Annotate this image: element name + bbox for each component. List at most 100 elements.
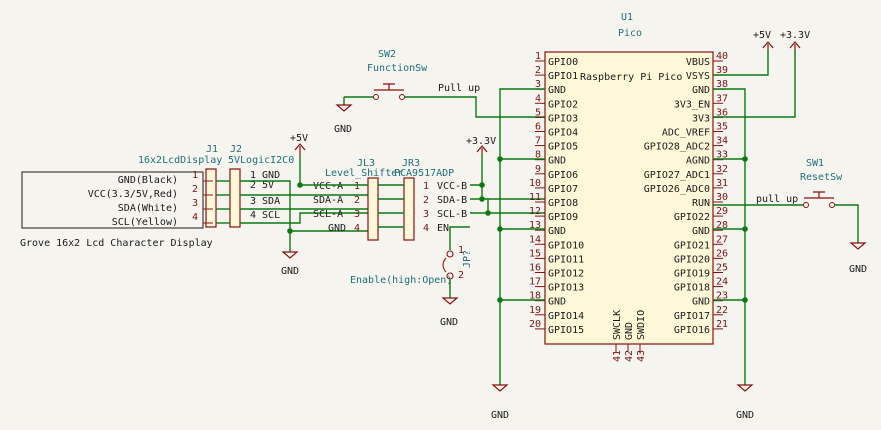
u1-right-pin-num: 26 bbox=[716, 248, 728, 259]
u1-right-pin-name: GND bbox=[692, 297, 710, 308]
u1-left-pin-name: GND bbox=[548, 156, 566, 167]
power-5v-right-label: +5V bbox=[753, 30, 771, 41]
u1-left-pin-num: 19 bbox=[529, 305, 541, 316]
u1-right-pin-name: GPIO17 bbox=[674, 311, 710, 322]
u1-bottom-pin-name: SWDIO bbox=[636, 310, 647, 340]
u1-right-pin-name: GPIO27_ADC1 bbox=[644, 170, 710, 181]
jp-jumper: 1 2 JP? Enable(high:Open) bbox=[350, 245, 473, 286]
net-label-pull-up-left: Pull up bbox=[438, 83, 480, 94]
u1-right-pin-num: 27 bbox=[716, 234, 728, 245]
u1-left-pin-name: GPIO8 bbox=[548, 198, 578, 209]
u1-right-pin-name: AGND bbox=[686, 156, 710, 167]
u1-right-pin-num: 31 bbox=[716, 178, 728, 189]
u1-bottom-pin-num: 41 bbox=[612, 350, 623, 362]
gnd-pico-right-label: GND bbox=[736, 410, 754, 421]
sw2-ref: SW2 bbox=[378, 49, 396, 60]
u1-right-pin-name: GPIO16 bbox=[674, 325, 710, 336]
u1-pico: U1 Pico Raspberry Pi Pico 1GPIO02GPIO13G… bbox=[529, 12, 728, 362]
u1-left-pin-name: GPIO5 bbox=[548, 142, 578, 153]
u1-left-pin-num: 11 bbox=[529, 192, 541, 203]
jr3-pin-sdab: SDA-B bbox=[437, 195, 467, 206]
u1-right-pin-name: GPIO26_ADC0 bbox=[644, 184, 710, 195]
jp-num-2: 2 bbox=[458, 270, 464, 281]
u1-left-pin-num: 16 bbox=[529, 263, 541, 274]
jr3-body bbox=[403, 177, 415, 241]
u1-right-pin-num: 34 bbox=[716, 136, 728, 147]
j1-value: 16x2LcdDisplay bbox=[138, 155, 222, 166]
u1-left-pin-num: 13 bbox=[529, 220, 541, 231]
u1-bottom-pin-num: 42 bbox=[624, 350, 635, 362]
jr3-num-2: 2 bbox=[423, 195, 429, 206]
gnd-sw1-label: GND bbox=[849, 264, 867, 275]
u1-left-pin-num: 17 bbox=[529, 277, 541, 288]
jr3-num-3: 3 bbox=[423, 209, 429, 220]
u1-right-pin-name: GPIO20 bbox=[674, 254, 710, 265]
u1-body bbox=[544, 51, 714, 345]
u1-left-pin-num: 5 bbox=[535, 107, 541, 118]
u1-right-pin-num: 36 bbox=[716, 107, 728, 118]
u1-right-pin-name: GPIO21 bbox=[674, 240, 710, 251]
power-3v3-left: +3.3V bbox=[466, 136, 496, 155]
u1-right-pin-name: ADC_VREF bbox=[662, 128, 710, 139]
jl3-value: Level_Shifter bbox=[325, 168, 403, 179]
u1-left-pin-name: GND bbox=[548, 297, 566, 308]
j1-pin-4: 4 bbox=[192, 212, 198, 223]
sw2-value: FunctionSw bbox=[367, 63, 428, 74]
u1-right-pin-name: 3V3 bbox=[692, 113, 710, 124]
u1-left-pin-num: 8 bbox=[535, 150, 541, 161]
lcd-display-block: GND(Black) VCC(3.3/5V,Red) SDA(White) SC… bbox=[20, 171, 213, 249]
jr3-num-1: 1 bbox=[423, 181, 429, 192]
u1-right-pin-num: 35 bbox=[716, 122, 728, 133]
u1-chip-label: Raspberry Pi Pico bbox=[580, 72, 682, 83]
lcd-pin-vcc: VCC(3.3/5V,Red) bbox=[88, 189, 178, 200]
lcd-outline bbox=[21, 171, 204, 229]
sw1-value: ResetSw bbox=[800, 172, 843, 183]
jp-value: Enable(high:Open) bbox=[350, 275, 452, 286]
u1-left-pin-num: 18 bbox=[529, 291, 541, 302]
u1-right-pin-num: 21 bbox=[716, 319, 728, 330]
jr3-pin-en: EN bbox=[437, 223, 449, 234]
u1-left-pin-name: GPIO9 bbox=[548, 212, 578, 223]
u1-right-pin-name: GPIO22 bbox=[674, 212, 710, 223]
u1-right-pin-num: 39 bbox=[716, 65, 728, 76]
u1-right-pin-num: 25 bbox=[716, 263, 728, 274]
u1-right-pin-num: 37 bbox=[716, 93, 728, 104]
u1-left-pin-num: 10 bbox=[529, 178, 541, 189]
u1-left-pin-num: 14 bbox=[529, 234, 541, 245]
u1-left-pin-num: 1 bbox=[535, 51, 541, 62]
u1-left-pin-num: 7 bbox=[535, 136, 541, 147]
jp-num-1: 1 bbox=[458, 245, 464, 256]
u1-left-pin-name: GPIO4 bbox=[548, 128, 578, 139]
gnd-pico-left-label: GND bbox=[491, 410, 509, 421]
gnd-symbol-jp: GND bbox=[440, 297, 459, 328]
power-3v3-right-label: +3.3V bbox=[780, 30, 810, 41]
u1-left-pin-name: GPIO11 bbox=[548, 254, 584, 265]
jl3-pin-scla: SCL-A bbox=[313, 209, 343, 220]
u1-left-pin-name: GPIO2 bbox=[548, 99, 578, 110]
power-5v-left-label: +5V bbox=[290, 133, 308, 144]
jl3-num-1: 1 bbox=[354, 181, 360, 192]
j1-pin-3: 3 bbox=[192, 198, 198, 209]
lcd-pin-gnd: GND(Black) bbox=[118, 175, 178, 186]
u1-right-pin-num: 30 bbox=[716, 192, 728, 203]
jl3-body bbox=[367, 177, 379, 241]
u1-left-pin-num: 4 bbox=[535, 93, 541, 104]
lcd-display-title: Grove 16x2 Lcd Character Display bbox=[20, 238, 213, 249]
u1-left-pin-num: 12 bbox=[529, 206, 541, 217]
u1-right-pin-num: 38 bbox=[716, 79, 728, 90]
u1-left-pin-num: 9 bbox=[535, 164, 541, 175]
j2-pin-4: 4 SCL bbox=[250, 210, 280, 221]
u1-value: Pico bbox=[618, 28, 642, 39]
j2-pin-2: 2 5V bbox=[250, 180, 274, 191]
u1-left-pin-num: 2 bbox=[535, 65, 541, 76]
u1-left-pin-name: GPIO7 bbox=[548, 184, 578, 195]
gnd-symbol-sw2: GND bbox=[334, 104, 353, 135]
gnd-symbol-pico-left: GND bbox=[491, 384, 509, 421]
j2-body bbox=[229, 168, 241, 228]
u1-right-pin-num: 24 bbox=[716, 277, 728, 288]
u1-right-pin-name: VBUS bbox=[686, 57, 710, 68]
u1-right-pin-name: RUN bbox=[692, 198, 710, 209]
u1-left-pin-num: 3 bbox=[535, 79, 541, 90]
u1-left-pin-num: 15 bbox=[529, 248, 541, 259]
